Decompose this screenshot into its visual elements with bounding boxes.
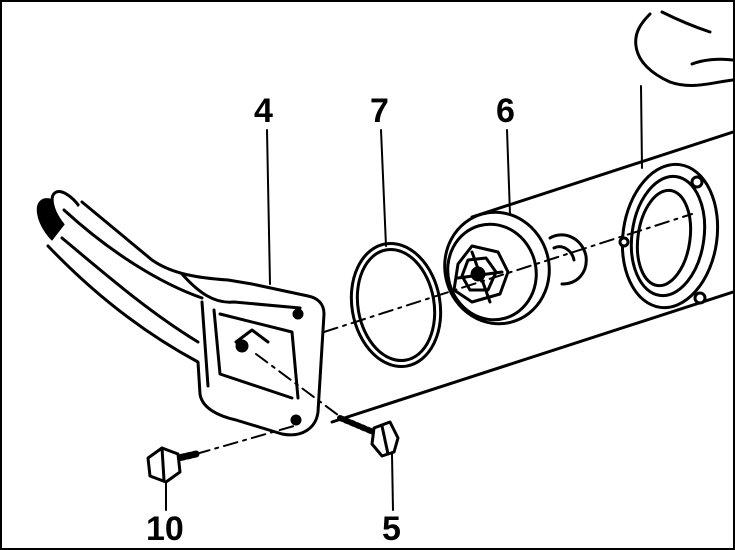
- callout-part-7: 7: [370, 92, 389, 130]
- o-ring-part-7: [342, 236, 450, 373]
- thermostat-part-6: [432, 200, 586, 335]
- assembly-axis-lines: [196, 214, 692, 454]
- housing-seat-ring: [613, 158, 726, 314]
- callout-part-5: 5: [382, 510, 401, 548]
- water-outlet-housing-part-4: [30, 186, 324, 435]
- callout-part-4: 4: [254, 92, 273, 130]
- leader-lines: [166, 86, 642, 510]
- engine-block-outline: [332, 12, 733, 422]
- callout-part-10: 10: [146, 510, 184, 548]
- bolt-part-5: [340, 418, 398, 456]
- bolt-part-10: [148, 448, 196, 482]
- callout-part-6: 6: [496, 92, 515, 130]
